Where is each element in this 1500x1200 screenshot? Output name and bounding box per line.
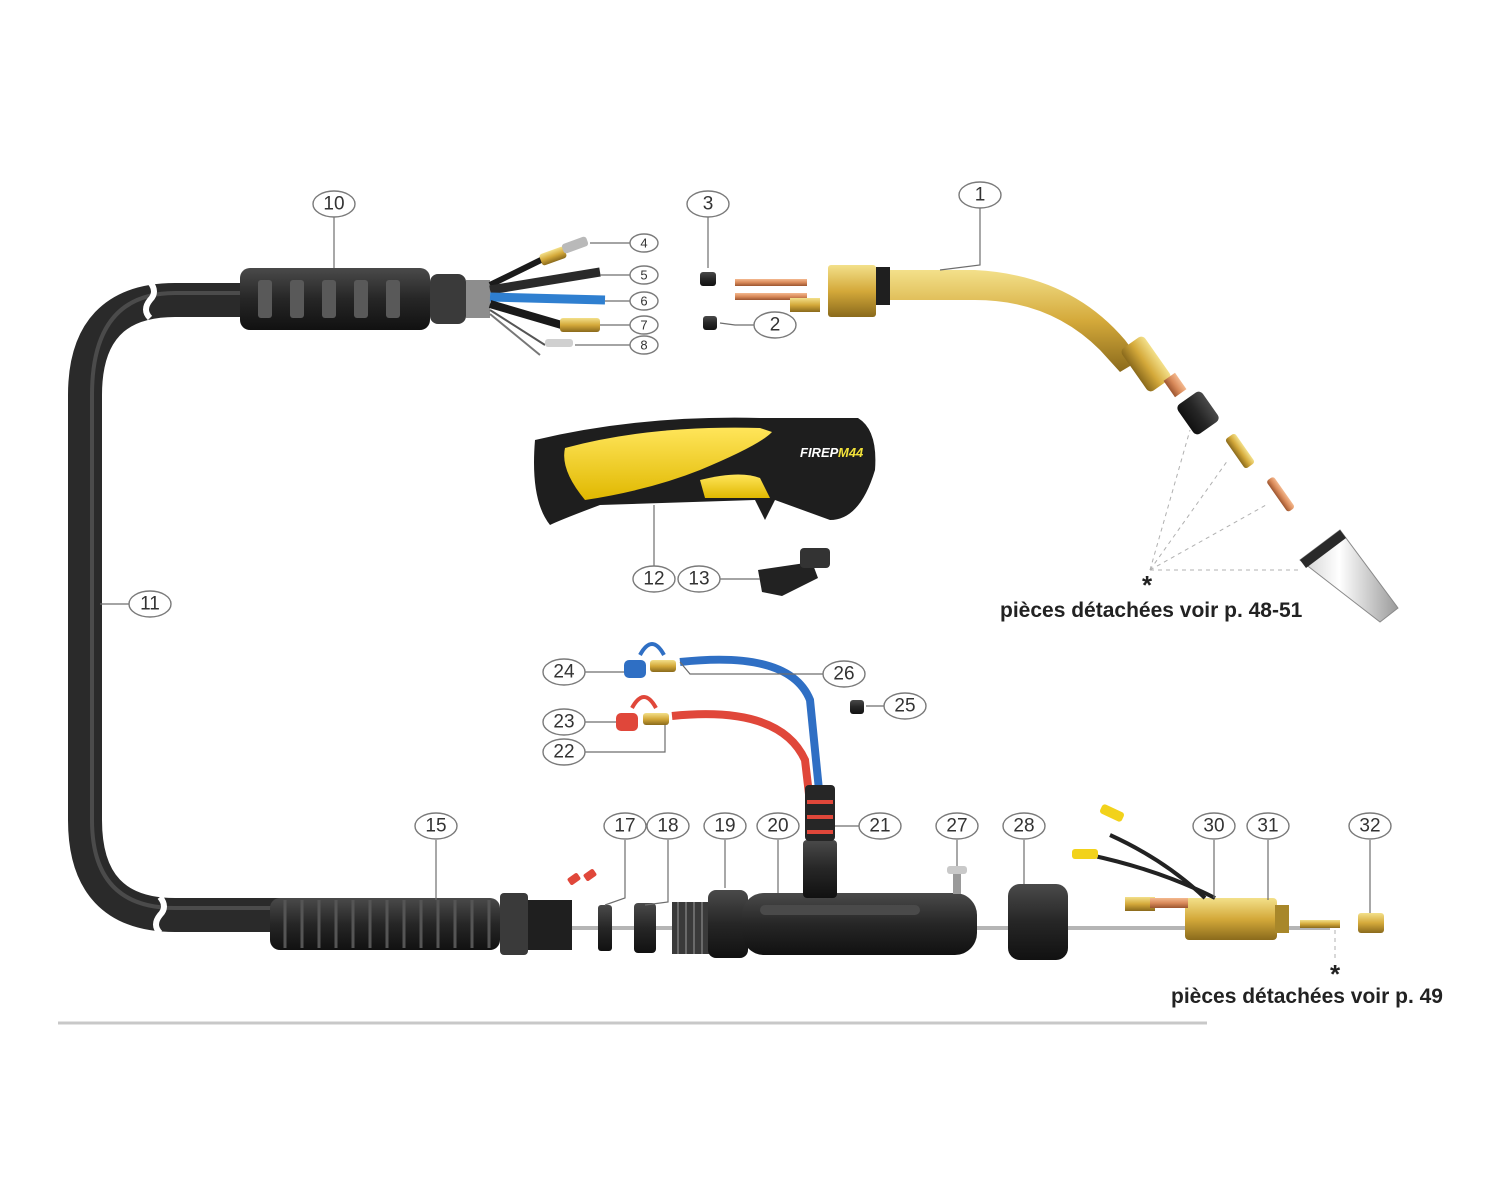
callouts: 1 2 3 4 5 6 7 8 10 11 12 13 15 17 18 19 … — [128, 181, 1392, 840]
callout-4: 4 — [629, 233, 659, 253]
callout-10: 10 — [312, 190, 356, 218]
svg-text:26: 26 — [833, 664, 854, 685]
svg-text:1: 1 — [975, 185, 986, 206]
cable-break-top — [143, 280, 157, 321]
callout-5: 5 — [629, 265, 659, 285]
callout-26: 26 — [822, 660, 866, 688]
callout-24: 24 — [542, 658, 586, 686]
svg-text:12: 12 — [643, 569, 664, 590]
svg-text:22: 22 — [553, 742, 574, 763]
svg-text:8: 8 — [640, 338, 647, 353]
callout-32: 32 — [1348, 812, 1392, 840]
cable-break-bottom — [153, 895, 167, 936]
svg-text:30: 30 — [1203, 816, 1224, 837]
svg-text:21: 21 — [869, 816, 890, 837]
svg-text:32: 32 — [1359, 816, 1380, 837]
svg-text:31: 31 — [1257, 816, 1278, 837]
svg-text:4: 4 — [640, 236, 647, 251]
callout-20: 20 — [756, 812, 800, 840]
svg-text:11: 11 — [140, 594, 160, 615]
callout-27: 27 — [935, 812, 979, 840]
handle-brand-name: FIREP — [800, 445, 839, 460]
svg-text:28: 28 — [1013, 816, 1034, 837]
handle-brand-model: M44 — [838, 445, 864, 460]
svg-text:27: 27 — [946, 816, 967, 837]
bottom-assembly — [270, 785, 1384, 960]
callout-22: 22 — [542, 738, 586, 766]
nozzle-spare-parts-note: pièces détachées voir p. 48-51 — [1000, 599, 1303, 622]
nozzle-dashed-rays — [1149, 429, 1300, 571]
callout-17: 17 — [603, 812, 647, 840]
svg-text:15: 15 — [425, 816, 446, 837]
strain-relief-rear — [240, 268, 490, 330]
nut-part-3 — [700, 272, 716, 286]
callout-12: 12 — [632, 565, 676, 593]
nozzle-consumables — [1177, 391, 1399, 623]
callout-7: 7 — [629, 315, 659, 335]
callout-13: 13 — [677, 565, 721, 593]
svg-text:5: 5 — [640, 268, 647, 283]
svg-text:17: 17 — [614, 816, 635, 837]
svg-text:19: 19 — [714, 816, 735, 837]
red-hose — [671, 710, 816, 821]
svg-text:24: 24 — [553, 662, 575, 683]
wire-bundle — [488, 236, 606, 356]
callout-1: 1 — [958, 181, 1002, 209]
svg-text:3: 3 — [703, 194, 714, 215]
svg-text:6: 6 — [640, 294, 647, 309]
main-cable — [68, 283, 290, 932]
connector-note-star: * — [1330, 959, 1341, 989]
svg-text:20: 20 — [767, 816, 788, 837]
callout-15: 15 — [414, 812, 458, 840]
callout-31: 31 — [1246, 812, 1290, 840]
callout-28: 28 — [1002, 812, 1046, 840]
blue-hose — [679, 655, 826, 821]
callout-19: 19 — [703, 812, 747, 840]
svg-text:25: 25 — [894, 696, 915, 717]
callout-23: 23 — [542, 708, 586, 736]
nut-part-2 — [703, 316, 717, 330]
callout-3: 3 — [686, 190, 730, 218]
callout-11: 11 — [128, 590, 172, 618]
svg-text:18: 18 — [657, 816, 678, 837]
callout-6: 6 — [629, 291, 659, 311]
callout-30: 30 — [1192, 812, 1236, 840]
callout-25: 25 — [883, 692, 927, 720]
svg-text:10: 10 — [323, 194, 344, 215]
connector-spare-parts-note: pièces détachées voir p. 49 — [1171, 985, 1443, 1008]
nut-part-25 — [850, 700, 864, 714]
svg-text:2: 2 — [770, 315, 781, 336]
svg-text:7: 7 — [640, 318, 647, 333]
water-hoses — [616, 642, 826, 821]
svg-text:13: 13 — [688, 569, 709, 590]
callout-21: 21 — [858, 812, 902, 840]
swan-neck — [735, 265, 1187, 398]
svg-text:23: 23 — [553, 712, 574, 733]
callout-2: 2 — [753, 311, 797, 339]
cable-assembly — [68, 280, 290, 936]
main-cable-highlight — [90, 291, 290, 910]
leader-lines — [100, 208, 1371, 913]
trigger-part-13 — [758, 548, 830, 596]
callout-18: 18 — [646, 812, 690, 840]
handle-part-12: FIREP M44 — [534, 417, 876, 525]
callout-8: 8 — [629, 335, 659, 355]
nozzle-note-star: * — [1142, 570, 1153, 600]
